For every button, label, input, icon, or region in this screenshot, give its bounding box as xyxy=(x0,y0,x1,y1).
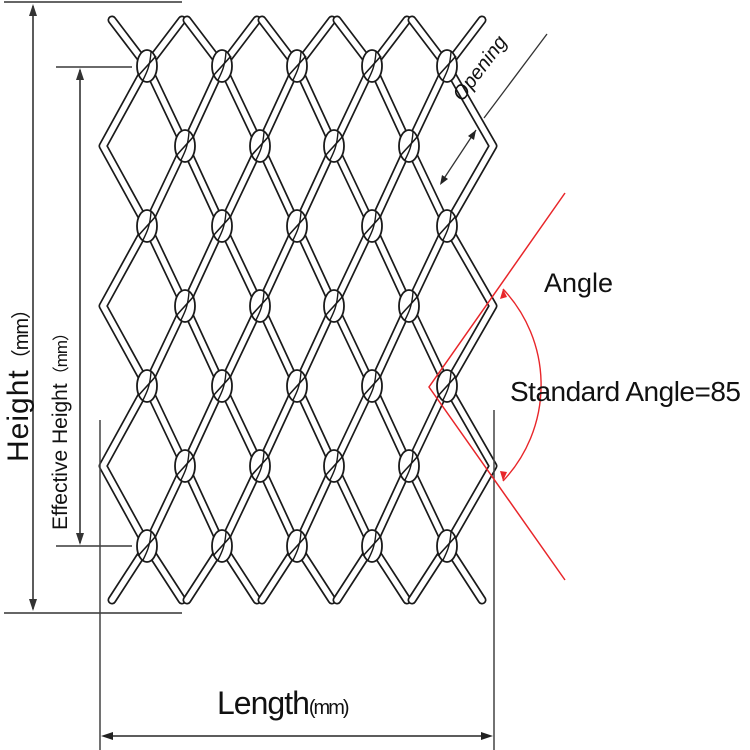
twist-knot xyxy=(211,209,233,243)
twist-knot xyxy=(136,529,158,563)
twist-knot xyxy=(398,289,420,323)
twist-knot xyxy=(174,129,196,163)
angle-markup xyxy=(428,192,566,581)
height-unit: （mm） xyxy=(11,299,33,370)
effective-height-label: Effective Height（mm） xyxy=(47,325,73,530)
height-dimension xyxy=(4,1,182,614)
effective-height-unit: （mm） xyxy=(52,324,71,384)
mesh-wires xyxy=(98,15,498,605)
length-unit: (mm) xyxy=(308,697,350,719)
twist-knot xyxy=(174,449,196,483)
twist-knot xyxy=(361,529,383,563)
twist-knot xyxy=(286,529,308,563)
twist-knot xyxy=(323,129,345,163)
twist-knot xyxy=(361,369,383,403)
length-label: Length(mm) xyxy=(217,685,350,722)
twist-knot xyxy=(211,529,233,563)
twist-knot xyxy=(136,209,158,243)
twist-knot xyxy=(286,369,308,403)
standard-angle-text: Standard Angle=85 xyxy=(510,376,741,407)
angle-label: Angle xyxy=(544,268,613,299)
height-text: Height xyxy=(2,369,35,462)
twist-knot xyxy=(398,129,420,163)
twist-knot xyxy=(398,449,420,483)
wire xyxy=(182,15,265,605)
angle-text: Angle xyxy=(544,268,614,298)
twist-knot xyxy=(436,369,458,403)
twist-knot xyxy=(249,289,271,323)
twist-knot xyxy=(211,369,233,403)
twist-knot xyxy=(323,449,345,483)
effective-height-text: Effective Height xyxy=(49,383,72,530)
wire xyxy=(329,15,412,605)
wire xyxy=(257,15,339,605)
wire xyxy=(255,15,337,605)
length-dimension xyxy=(99,410,495,750)
twist-knot xyxy=(361,49,383,83)
wire-inner xyxy=(409,17,496,603)
mesh-twists xyxy=(136,49,458,563)
twist-knot xyxy=(286,49,308,83)
twist-knot xyxy=(361,209,383,243)
twist-knot xyxy=(174,289,196,323)
wire-inner xyxy=(331,17,410,603)
length-text: Length xyxy=(217,685,310,721)
opening-dimension xyxy=(440,33,548,185)
twist-knot xyxy=(323,289,345,323)
twist-knot xyxy=(436,49,458,83)
twist-knot xyxy=(286,209,308,243)
twist-knot xyxy=(136,369,158,403)
wire-inner xyxy=(259,17,337,603)
twist-knot xyxy=(211,49,233,83)
effective-height-dimension xyxy=(56,66,132,547)
wire-inner xyxy=(257,17,335,603)
wire-inner xyxy=(184,17,263,603)
twist-knot xyxy=(249,129,271,163)
wire-inner xyxy=(100,17,185,603)
twist-knot xyxy=(436,209,458,243)
standard-angle-label: Standard Angle=85 xyxy=(510,376,741,408)
twist-knot xyxy=(436,529,458,563)
twist-knot xyxy=(249,449,271,483)
twist-knot xyxy=(136,49,158,83)
height-label: Height（mm） xyxy=(2,300,36,462)
